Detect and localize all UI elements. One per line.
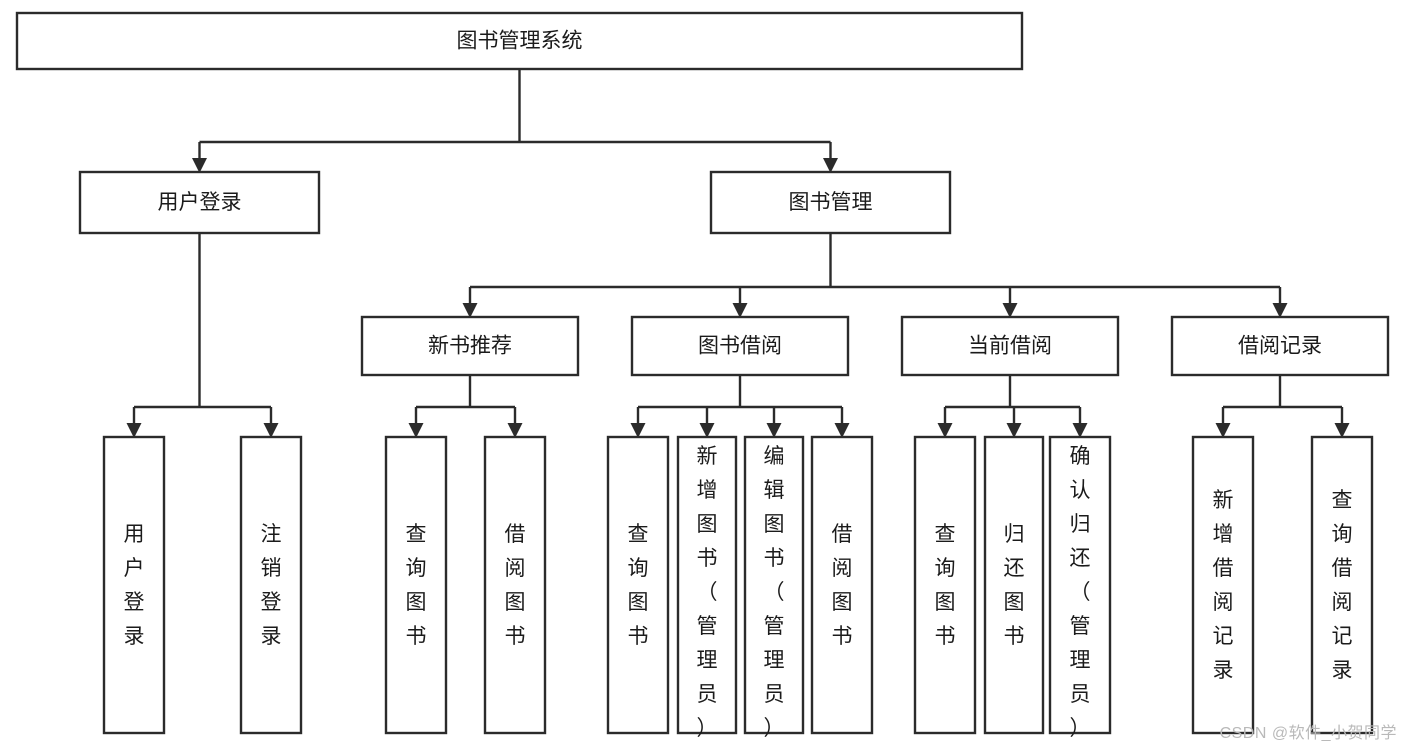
node-box <box>630 315 850 377</box>
node-box <box>78 170 321 235</box>
node-n-borrow-record[interactable]: 借阅记录 <box>1170 315 1390 377</box>
edge-from-root <box>192 69 838 173</box>
arrow-head <box>1006 423 1022 438</box>
arrow-head <box>507 423 523 438</box>
node-l-add-record[interactable]: 新增借阅记录 <box>1191 435 1255 735</box>
node-box <box>384 435 448 735</box>
node-box <box>983 435 1045 735</box>
node-box <box>913 435 977 735</box>
node-root[interactable]: 图书管理系统 <box>15 11 1024 71</box>
node-l-edit-book[interactable]: 编辑图书（管理员） <box>743 435 805 740</box>
node-l-add-book[interactable]: 新增图书（管理员） <box>676 435 738 740</box>
arrow-head <box>699 423 715 438</box>
edge-from-n-book-borrow <box>630 375 850 438</box>
node-label: 新书推荐 <box>428 335 512 358</box>
node-label: 查询图书 <box>628 523 649 648</box>
arrow-head <box>263 423 279 438</box>
node-box <box>102 435 166 735</box>
node-box <box>1191 435 1255 735</box>
node-l-return-book[interactable]: 归还图书 <box>983 435 1045 735</box>
arrow-head <box>823 158 838 173</box>
node-l-query-book-borrow[interactable]: 查询图书 <box>606 435 670 735</box>
arrow-head <box>1215 423 1231 438</box>
node-box <box>900 315 1120 377</box>
node-label: 查询图书 <box>406 523 427 648</box>
node-n-new-book-rec[interactable]: 新书推荐 <box>360 315 580 377</box>
node-box <box>1170 315 1390 377</box>
node-box <box>239 435 303 735</box>
connector-layer <box>126 69 1350 438</box>
edge-from-n-user-login <box>126 233 279 438</box>
edge-from-n-new-book-rec <box>408 375 523 438</box>
node-box <box>709 170 952 235</box>
node-label: 新增借阅记录 <box>1213 489 1234 682</box>
node-n-book-manage[interactable]: 图书管理 <box>709 170 952 235</box>
arrow-head <box>630 423 646 438</box>
node-label: 图书借阅 <box>698 335 782 358</box>
node-l-confirm-return[interactable]: 确认归还（管理员） <box>1048 435 1112 740</box>
node-l-query-record[interactable]: 查询借阅记录 <box>1310 435 1374 735</box>
node-n-user-login[interactable]: 用户登录 <box>78 170 321 235</box>
arrow-head <box>732 303 748 318</box>
edge-from-n-current-borrow <box>937 375 1088 438</box>
arrow-head <box>126 423 142 438</box>
node-label: 借阅图书 <box>832 523 853 648</box>
node-l-logout[interactable]: 注销登录 <box>239 435 303 735</box>
node-box <box>606 435 670 735</box>
node-box <box>676 435 738 735</box>
node-l-borrow-book[interactable]: 借阅图书 <box>810 435 874 735</box>
node-label: 借阅记录 <box>1238 335 1322 358</box>
node-n-book-borrow[interactable]: 图书借阅 <box>630 315 850 377</box>
node-l-query-book-cur[interactable]: 查询图书 <box>913 435 977 735</box>
arrow-head <box>462 303 478 318</box>
edge-from-n-book-manage <box>462 233 1288 318</box>
node-label: 编辑图书（管理员） <box>764 445 785 740</box>
node-box <box>360 315 580 377</box>
node-l-user-login[interactable]: 用户登录 <box>102 435 166 735</box>
node-n-current-borrow[interactable]: 当前借阅 <box>900 315 1120 377</box>
node-l-borrow-book-rec[interactable]: 借阅图书 <box>483 435 547 735</box>
arrow-head <box>192 158 207 173</box>
node-label: 用户登录 <box>124 523 145 648</box>
node-label: 查询借阅记录 <box>1332 489 1353 682</box>
node-label: 图书管理 <box>789 191 873 214</box>
node-label: 用户登录 <box>158 191 242 214</box>
arrow-head <box>1272 303 1288 318</box>
node-box <box>15 11 1024 71</box>
arrow-head <box>937 423 953 438</box>
node-box <box>483 435 547 735</box>
arrow-head <box>1334 423 1350 438</box>
edge-from-n-borrow-record <box>1215 375 1350 438</box>
node-l-query-book-rec[interactable]: 查询图书 <box>384 435 448 735</box>
node-layer: 图书管理系统用户登录图书管理新书推荐图书借阅当前借阅借阅记录用户登录注销登录查询… <box>15 11 1390 740</box>
node-box <box>1048 435 1112 735</box>
arrow-head <box>766 423 782 438</box>
node-box <box>743 435 805 735</box>
node-label: 注销登录 <box>261 523 282 648</box>
arrow-head <box>408 423 424 438</box>
node-box <box>1310 435 1374 735</box>
arrow-head <box>834 423 850 438</box>
node-label: 查询图书 <box>935 523 956 648</box>
node-label: 借阅图书 <box>505 523 526 648</box>
arrow-head <box>1002 303 1018 318</box>
node-label: 新增图书（管理员） <box>697 445 718 740</box>
node-label: 图书管理系统 <box>457 30 583 53</box>
node-label: 确认归还（管理员） <box>1070 445 1091 740</box>
node-box <box>810 435 874 735</box>
node-label: 当前借阅 <box>968 335 1052 358</box>
node-label: 归还图书 <box>1004 523 1025 648</box>
arrow-head <box>1072 423 1088 438</box>
